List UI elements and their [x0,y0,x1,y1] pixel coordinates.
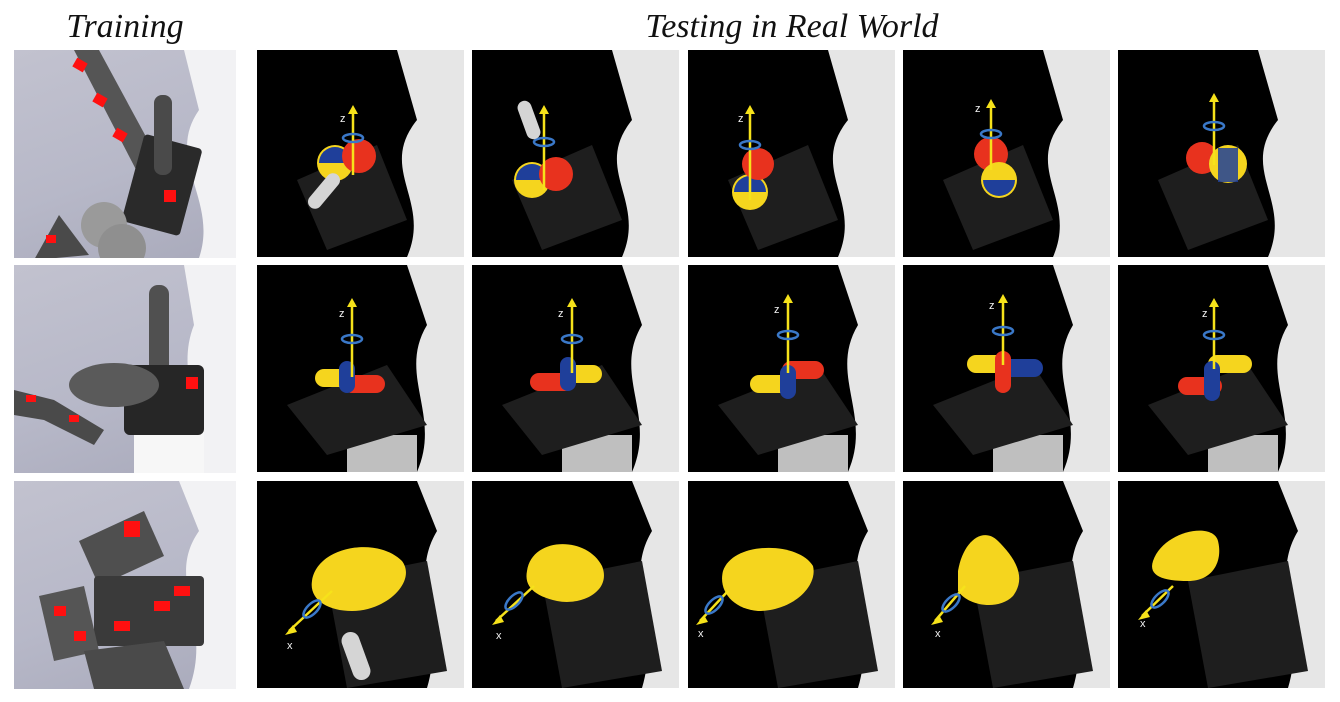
sim-hand-row1 [35,50,236,258]
sim-panel-row1 [14,50,236,258]
real-scene-row1-2 [512,50,679,257]
real-frame-row3-1: x [257,481,464,688]
real-frame-row2-2: z [472,265,679,472]
real-scene-row1-3: z [728,50,895,257]
svg-text:x: x [1140,618,1146,630]
real-scene-row1-5 [1158,50,1325,257]
real-scene-row3-3: x [696,481,895,688]
real-scene-row2-1: z [287,265,464,472]
real-scene-row2-5: z [1148,265,1325,472]
real-scene-row3-1: x [285,481,464,688]
axis-label-z: z [340,113,346,125]
svg-text:x: x [698,628,704,640]
real-frame-row3-3: x [688,481,895,688]
real-frame-row2-1: z [257,265,464,472]
real-frame-row1-1: z [257,50,464,257]
real-frame-row2-5: z [1118,265,1325,472]
sim-hand-row3 [39,481,236,689]
real-frame-row1-5 [1118,50,1325,257]
real-scene-row1-1: z [297,50,464,257]
sim-hand-row2 [14,265,236,473]
real-scene-row2-4: z [933,265,1110,472]
svg-text:z: z [975,103,981,115]
real-frame-row1-2 [472,50,679,257]
testing-title: Testing in Real World [645,8,939,45]
real-scene-row2-3: z [718,265,895,472]
svg-text:z: z [558,308,564,320]
sim-panel-row2 [14,265,236,473]
axis-label-x: x [287,640,293,652]
svg-text:x: x [935,628,941,640]
real-scene-row3-4: x [931,481,1110,688]
real-scene-row2-2: z [502,265,679,472]
svg-text:z: z [339,308,345,320]
real-frame-row1-3: z [688,50,895,257]
svg-text:z: z [738,113,744,125]
real-frame-row2-3: z [688,265,895,472]
real-frame-row1-4: z [903,50,1110,257]
real-scene-row3-2: x [492,481,679,688]
svg-text:z: z [774,304,780,316]
real-scene-row3-5: x [1138,481,1325,688]
svg-text:z: z [989,300,995,312]
real-frame-row3-2: x [472,481,679,688]
real-frame-row3-5: x [1118,481,1325,688]
real-frame-row2-4: z [903,265,1110,472]
real-frame-row3-4: x [903,481,1110,688]
svg-text:x: x [496,630,502,642]
training-title: Training [66,8,184,45]
sim-panel-row3 [14,481,236,689]
svg-text:z: z [1202,308,1208,320]
real-scene-row1-4: z [943,50,1110,257]
